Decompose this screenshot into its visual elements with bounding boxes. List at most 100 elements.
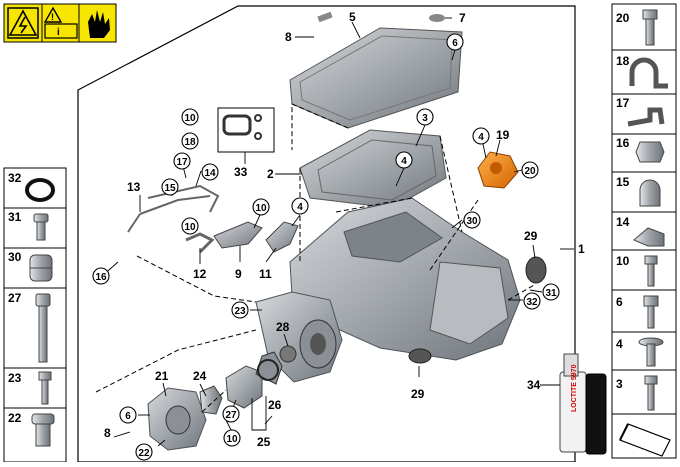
sealing-ring-icon [25, 178, 55, 202]
intermediate-plate [299, 129, 447, 209]
svg-text:23: 23 [234, 306, 246, 317]
ref-cell-arrow [611, 413, 677, 459]
ref-cell-32: 32 [3, 167, 67, 209]
svg-text:18: 18 [616, 54, 630, 68]
right-reference-column: 20 18 17 16 15 14 10 6 4 [611, 3, 677, 459]
seal-strip-8 [317, 11, 333, 23]
svg-text:20: 20 [524, 166, 536, 177]
bolt-icon [38, 371, 52, 381]
svg-text:32: 32 [526, 297, 538, 308]
label-3: 3 [416, 108, 434, 126]
label-10-a: 10 [181, 108, 199, 126]
label-8-top: 8 [285, 30, 292, 44]
high-voltage-warning-icon [7, 7, 39, 39]
side-cover [147, 387, 207, 451]
bolt-icon [35, 293, 51, 307]
highlighted-pump [477, 151, 519, 189]
svg-text:27: 27 [225, 410, 237, 421]
label-10-b: 10 [252, 198, 270, 216]
svg-text:10: 10 [184, 113, 196, 124]
svg-text:18: 18 [184, 137, 196, 148]
svg-text:4: 4 [401, 156, 407, 167]
bolt-icon [643, 295, 659, 307]
label-1: 1 [578, 242, 585, 256]
ref-cell-16: 16 [611, 133, 677, 173]
label-4-a: 4 [395, 151, 413, 169]
svg-text:17: 17 [176, 157, 188, 168]
left-reference-column: 32 31 30 27 23 22 [3, 167, 67, 463]
seal-29-bottom [408, 348, 432, 364]
svg-text:15: 15 [164, 183, 176, 194]
svg-text:6: 6 [452, 38, 458, 49]
plug-7 [429, 14, 445, 22]
main-frame [77, 5, 576, 463]
label-27: 27 [222, 405, 240, 423]
collar-nut-icon [635, 141, 665, 163]
svg-text:4: 4 [478, 132, 484, 143]
svg-text:27: 27 [8, 291, 22, 305]
sealant-label: LOCTITE 5970 [571, 364, 578, 412]
ref-cell-22: 22 [3, 407, 67, 463]
ref-cell-30: 30 [3, 247, 67, 289]
label-18: 18 [181, 132, 199, 150]
label-5: 5 [349, 10, 356, 24]
label-28: 28 [276, 320, 290, 334]
label-9: 9 [235, 267, 242, 281]
oil-pan-cover [289, 11, 463, 129]
svg-text:4: 4 [297, 202, 303, 213]
svg-text:10: 10 [226, 434, 238, 445]
svg-text:i: i [57, 27, 60, 38]
assembly-lines [95, 103, 537, 413]
ring-28 [279, 345, 297, 363]
svg-text:16: 16 [95, 272, 107, 283]
svg-text:16: 16 [616, 136, 630, 150]
oil-pump-assembly [199, 351, 283, 415]
ref-cell-23: 23 [3, 367, 67, 409]
ref-cell-10: 10 [611, 249, 677, 291]
svg-text:22: 22 [8, 411, 22, 425]
label-6-top: 6 [446, 33, 464, 51]
seal-29-top [525, 256, 547, 284]
label-6-bottom: 6 [119, 406, 137, 424]
drain-plug-icon [31, 413, 55, 425]
label-15: 15 [161, 178, 179, 196]
svg-text:23: 23 [8, 371, 22, 385]
label-14: 14 [201, 163, 219, 181]
bolt-icon [642, 9, 658, 20]
cap-nut-icon [639, 179, 661, 207]
svg-text:32: 32 [8, 171, 22, 185]
svg-text:30: 30 [466, 216, 478, 227]
label-23: 23 [231, 301, 249, 319]
ref-cell-6: 6 [611, 289, 677, 333]
label-22: 22 [135, 443, 153, 461]
svg-text:10: 10 [184, 222, 196, 233]
ref-cell-20: 20 [611, 3, 677, 51]
label-10-d: 10 [223, 429, 241, 447]
sealant-cartridge: LOCTITE 5970 [559, 353, 607, 455]
holder-icon [633, 227, 665, 247]
ref-cell-3: 3 [611, 369, 677, 415]
ref-cell-15: 15 [611, 171, 677, 213]
label-13: 13 [127, 180, 141, 194]
label-12: 12 [193, 267, 207, 281]
read-manual-icon: ! i [43, 6, 78, 39]
label-33: 33 [234, 165, 248, 179]
svg-text:17: 17 [616, 96, 630, 110]
label-29-bottom: 29 [411, 387, 425, 401]
svg-text:6: 6 [125, 411, 131, 422]
ref-cell-17: 17 [611, 93, 677, 135]
ref-cell-4: 4 [611, 331, 677, 371]
label-21: 21 [155, 369, 169, 383]
label-4-b: 4 [291, 197, 309, 215]
label-4-c: 4 [472, 127, 490, 145]
svg-text:10: 10 [616, 254, 630, 268]
small-brackets [127, 184, 299, 254]
svg-text:14: 14 [616, 215, 630, 229]
label-30: 30 [463, 211, 481, 229]
label-19: 19 [496, 128, 510, 142]
ref-cell-31: 31 [3, 207, 67, 249]
bolt-icon [644, 255, 658, 265]
label-25: 25 [257, 435, 271, 449]
pipe-clip-icon [629, 57, 668, 89]
